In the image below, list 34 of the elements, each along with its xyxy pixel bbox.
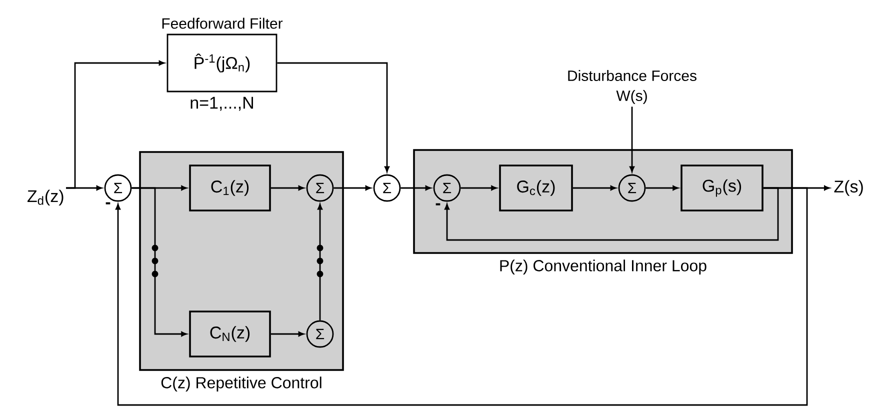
summing-junction: Σ [433,174,461,202]
signal-label: Z$_{d}$(z) [28,190,64,206]
summing-junction: Σ [618,174,646,202]
arrow [572,186,616,190]
transfer-block: C$_{N}$(z) [189,310,271,358]
signal-label: Z(s) [834,180,863,196]
signal-label: Disturbance Forces W(s) [568,70,696,104]
arrow [460,186,497,190]
arrow [630,106,634,172]
sign-label: - [106,202,110,204]
transfer-block: G$_{c}$(z) [499,164,573,212]
arrow [444,187,779,241]
summing-junction: Σ [373,174,401,202]
arrow [646,186,678,190]
summing-junction: Σ [104,174,132,202]
arrow [132,187,187,336]
transfer-block: C$_{1}$(z) [189,164,271,212]
node-label: C(z) Repetitive Control [161,376,322,392]
filter-block: Feedforward Filter P̂$^{-1}$(jΩ$_{n}$) n=1,...,N [162,18,283,111]
arrow [400,186,432,190]
sign-label: - [436,203,440,206]
arrow [318,204,322,320]
arrow [116,187,808,406]
transfer-block: G$_{p}$(s) [680,164,764,212]
node-label: Feedforward Filter [162,18,283,29]
node-label: P(z) Conventional Inner Loop [500,260,706,275]
arrow [277,62,390,172]
summing-junction: Σ [306,320,334,348]
arrow [270,186,304,190]
summing-junction: Σ [306,174,334,202]
arrow [270,332,304,336]
arrow [334,186,372,190]
node-label: n=1,...,N [190,96,253,111]
arrow [66,60,165,189]
